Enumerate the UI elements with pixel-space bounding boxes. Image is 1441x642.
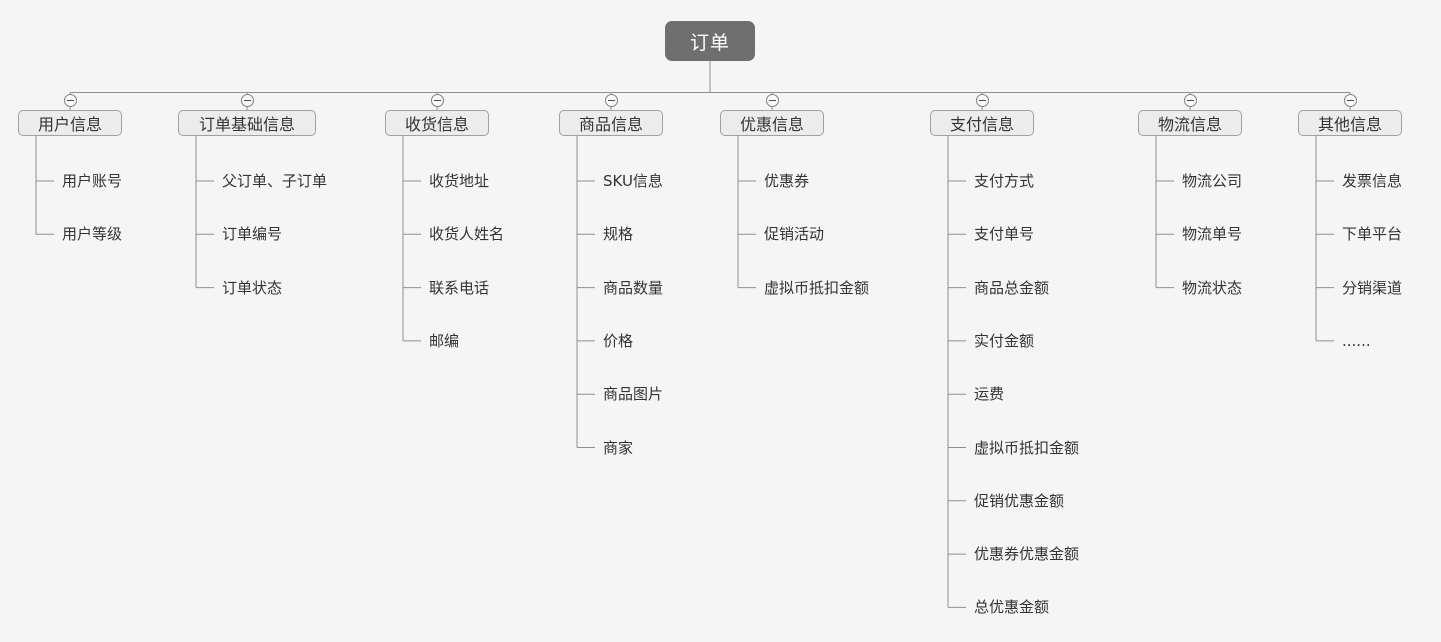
collapse-minus-icon[interactable] bbox=[765, 94, 779, 107]
branch-node-5[interactable]: 优惠信息 bbox=[720, 110, 824, 136]
leaf-node[interactable]: 商品图片 bbox=[603, 385, 664, 404]
leaf-node[interactable]: 邮编 bbox=[429, 331, 460, 350]
leaf-node[interactable]: 订单编号 bbox=[222, 225, 283, 244]
minus-glyph bbox=[1346, 100, 1354, 101]
collapse-minus-icon[interactable] bbox=[1343, 94, 1357, 107]
root-node-order[interactable]: 订单 bbox=[665, 21, 755, 61]
leaf-node[interactable]: 物流公司 bbox=[1182, 172, 1243, 190]
leaf-node[interactable]: 优惠券 bbox=[764, 172, 810, 190]
collapse-minus-icon[interactable] bbox=[975, 94, 989, 107]
leaf-node[interactable]: SKU信息 bbox=[603, 172, 663, 190]
leaf-node[interactable]: 下单平台 bbox=[1342, 225, 1403, 244]
branch-node-7[interactable]: 物流信息 bbox=[1138, 110, 1242, 136]
leaf-node[interactable]: 商品总金额 bbox=[974, 278, 1050, 297]
minus-glyph bbox=[607, 100, 615, 101]
leaf-node[interactable]: 总优惠金额 bbox=[974, 598, 1050, 617]
leaf-node[interactable]: ...... bbox=[1342, 331, 1371, 350]
leaf-node[interactable]: 虚拟币抵扣金额 bbox=[764, 278, 870, 297]
leaf-node[interactable]: 物流单号 bbox=[1182, 225, 1243, 244]
leaf-node[interactable]: 实付金额 bbox=[974, 331, 1035, 350]
collapse-minus-icon[interactable] bbox=[63, 94, 77, 107]
minus-glyph bbox=[243, 100, 251, 101]
minus-glyph bbox=[433, 100, 441, 101]
branch-node-4[interactable]: 商品信息 bbox=[559, 110, 663, 136]
leaf-node[interactable]: 物流状态 bbox=[1182, 278, 1243, 297]
leaf-node[interactable]: 促销优惠金额 bbox=[974, 491, 1065, 510]
leaf-node[interactable]: 联系电话 bbox=[429, 278, 490, 297]
leaf-node[interactable]: 促销活动 bbox=[764, 225, 825, 244]
leaf-node[interactable]: 商家 bbox=[603, 438, 634, 457]
branch-node-6[interactable]: 支付信息 bbox=[930, 110, 1034, 136]
collapse-minus-icon[interactable] bbox=[240, 94, 254, 107]
leaf-node[interactable]: 订单状态 bbox=[222, 278, 283, 297]
collapse-minus-icon[interactable] bbox=[430, 94, 444, 107]
leaf-node[interactable]: 收货地址 bbox=[429, 172, 490, 190]
branch-node-3[interactable]: 收货信息 bbox=[385, 110, 489, 136]
leaf-node[interactable]: 规格 bbox=[603, 225, 634, 244]
branch-node-1[interactable]: 用户信息 bbox=[18, 110, 122, 136]
minus-glyph bbox=[1186, 100, 1194, 101]
minus-glyph bbox=[768, 100, 776, 101]
leaf-node[interactable]: 虚拟币抵扣金额 bbox=[974, 438, 1080, 457]
leaf-node[interactable]: 发票信息 bbox=[1342, 172, 1403, 190]
leaf-node[interactable]: 分销渠道 bbox=[1342, 278, 1403, 297]
branch-node-2[interactable]: 订单基础信息 bbox=[178, 110, 316, 136]
leaf-node[interactable]: 收货人姓名 bbox=[429, 225, 505, 244]
leaf-node[interactable]: 优惠券优惠金额 bbox=[974, 545, 1080, 564]
leaf-node[interactable]: 运费 bbox=[974, 385, 1005, 404]
leaf-node[interactable]: 父订单、子订单 bbox=[222, 172, 328, 190]
leaf-node[interactable]: 支付单号 bbox=[974, 225, 1035, 244]
leaf-node[interactable]: 用户等级 bbox=[62, 225, 123, 244]
leaf-node[interactable]: 用户账号 bbox=[62, 172, 123, 190]
minus-glyph bbox=[66, 100, 74, 101]
leaf-node[interactable]: 商品数量 bbox=[603, 278, 664, 297]
minus-glyph bbox=[978, 100, 986, 101]
leaf-node[interactable]: 价格 bbox=[603, 331, 634, 350]
collapse-minus-icon[interactable] bbox=[1183, 94, 1197, 107]
branch-node-8[interactable]: 其他信息 bbox=[1298, 110, 1402, 136]
collapse-minus-icon[interactable] bbox=[604, 94, 618, 107]
leaf-node[interactable]: 支付方式 bbox=[974, 172, 1035, 190]
